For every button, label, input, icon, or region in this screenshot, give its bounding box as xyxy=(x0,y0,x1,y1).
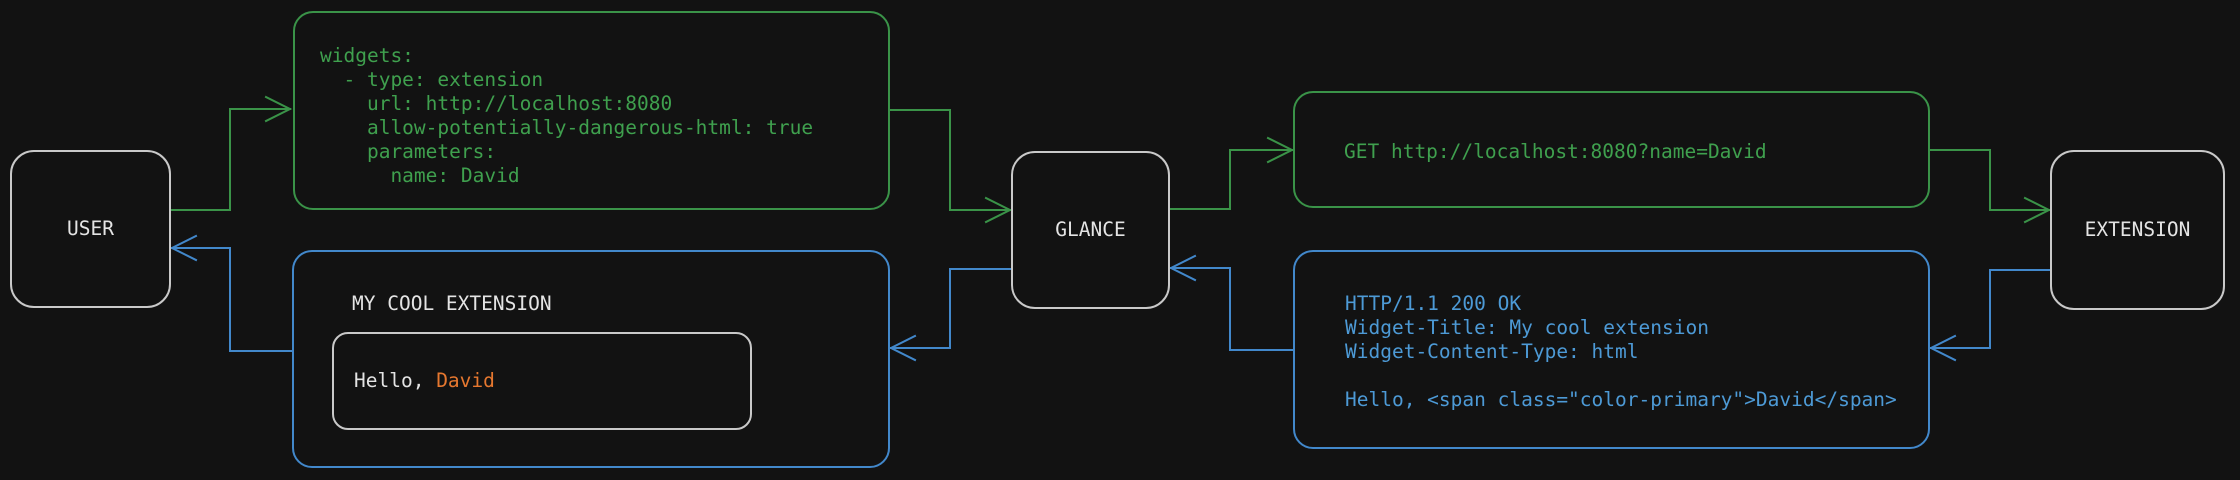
node-user-label: USER xyxy=(67,217,114,240)
config-yaml-box: widgets: - type: extension url: http://l… xyxy=(293,11,890,210)
widget-greeting-box: Hello, David xyxy=(332,332,752,430)
arrow-glance-to-widget xyxy=(888,268,1012,362)
node-glance: GLANCE xyxy=(1011,151,1170,309)
node-extension-label: EXTENSION xyxy=(2084,218,2191,241)
node-user: USER xyxy=(10,150,171,308)
config-yaml-code: widgets: - type: extension url: http://l… xyxy=(320,44,814,187)
greeting-prefix: Hello, xyxy=(354,369,437,392)
arrow-widget-to-user xyxy=(169,234,293,352)
http-response-box: HTTP/1.1 200 OK Widget-Title: My cool ex… xyxy=(1293,250,1930,449)
http-request-box: GET http://localhost:8080?name=David xyxy=(1293,91,1930,208)
node-extension: EXTENSION xyxy=(2050,150,2225,310)
greeting-name: David xyxy=(436,369,495,392)
arrow-user-to-config xyxy=(170,95,293,211)
widget-preview-box: MY COOL EXTENSION Hello, David xyxy=(292,250,890,468)
arrow-glance-to-request xyxy=(1169,136,1295,210)
http-response-code: HTTP/1.1 200 OK Widget-Title: My cool ex… xyxy=(1345,292,1897,411)
arrow-request-to-extension xyxy=(1929,149,2052,224)
arrow-extension-to-response xyxy=(1928,269,2051,362)
arrow-config-to-glance xyxy=(889,109,1013,224)
arrow-response-to-glance xyxy=(1168,254,1294,351)
widget-title: MY COOL EXTENSION xyxy=(352,292,552,315)
http-request-code: GET http://localhost:8080?name=David xyxy=(1344,140,1767,163)
node-glance-label: GLANCE xyxy=(1055,218,1126,241)
